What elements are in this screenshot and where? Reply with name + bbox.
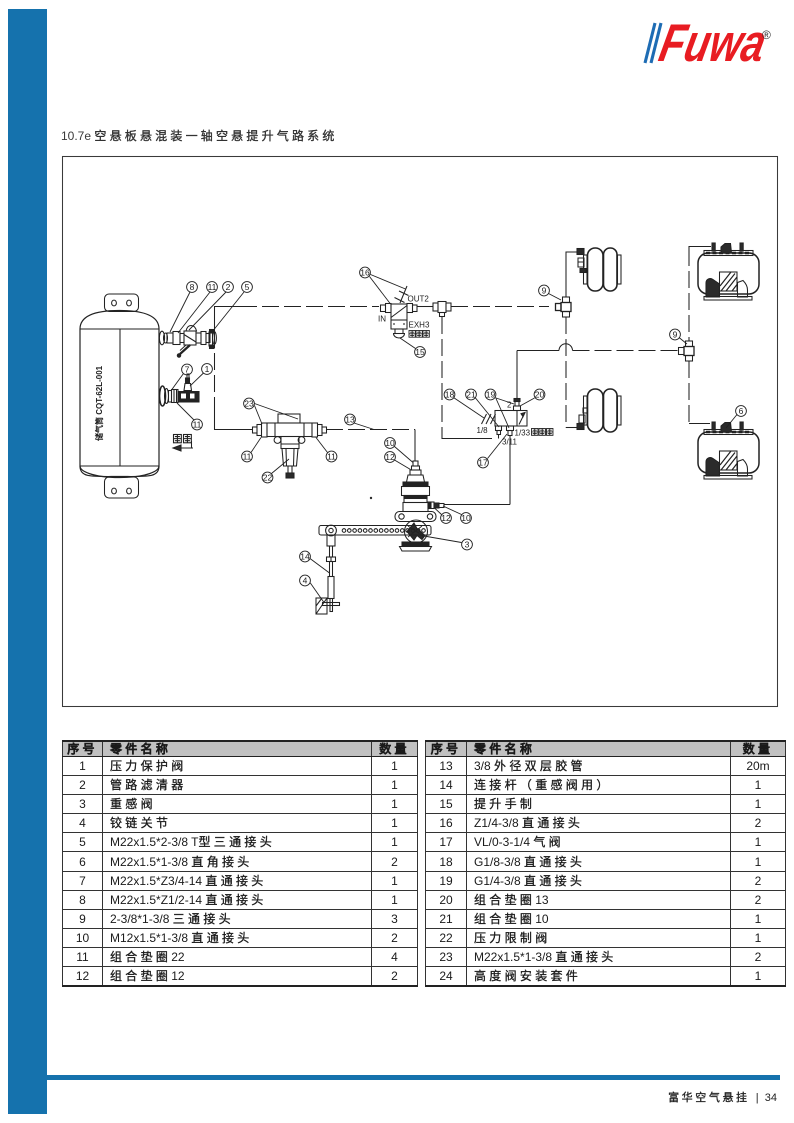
svg-text:10: 10 [385,438,395,448]
svg-text:20: 20 [535,390,545,400]
svg-text:17: 17 [478,458,488,468]
svg-text:12: 12 [441,513,451,523]
svg-text:22: 22 [263,473,273,483]
svg-text:IN: IN [378,315,386,324]
svg-text:18: 18 [445,390,455,400]
svg-text:储气筒 CQT-62L-001: 储气筒 CQT-62L-001 [94,365,104,442]
svg-text:16: 16 [360,268,370,278]
svg-text:11: 11 [327,452,336,462]
svg-text:12: 12 [385,452,395,462]
svg-text:13: 13 [345,415,355,425]
svg-text:EXH3: EXH3 [409,321,430,330]
svg-text:21: 21 [466,390,476,400]
svg-text:1/33: 1/33 [515,429,531,438]
svg-text:7: 7 [185,365,190,375]
svg-text:19: 19 [486,390,496,400]
svg-text:5: 5 [245,282,250,292]
svg-text:1: 1 [205,364,210,374]
svg-text:2: 2 [507,401,512,410]
svg-text:11: 11 [208,282,217,292]
svg-text:2: 2 [226,282,231,292]
svg-text:15: 15 [415,347,425,357]
svg-text:11: 11 [243,452,252,462]
svg-text:1/8: 1/8 [477,426,489,435]
svg-text:Fuwa: Fuwa [654,15,771,70]
svg-text:9: 9 [673,330,678,340]
svg-text:6: 6 [739,406,744,416]
svg-text:14: 14 [300,552,310,562]
svg-text:4: 4 [303,576,308,586]
svg-text:OUT2: OUT2 [408,295,430,304]
svg-text:11: 11 [193,420,202,430]
svg-text:23: 23 [244,399,254,409]
svg-text:9: 9 [542,286,547,296]
svg-text:3: 3 [465,540,470,550]
svg-text:8: 8 [190,282,195,292]
svg-text:®: ® [762,28,771,42]
svg-text:3/11: 3/11 [502,438,518,447]
svg-text:10: 10 [461,513,471,523]
